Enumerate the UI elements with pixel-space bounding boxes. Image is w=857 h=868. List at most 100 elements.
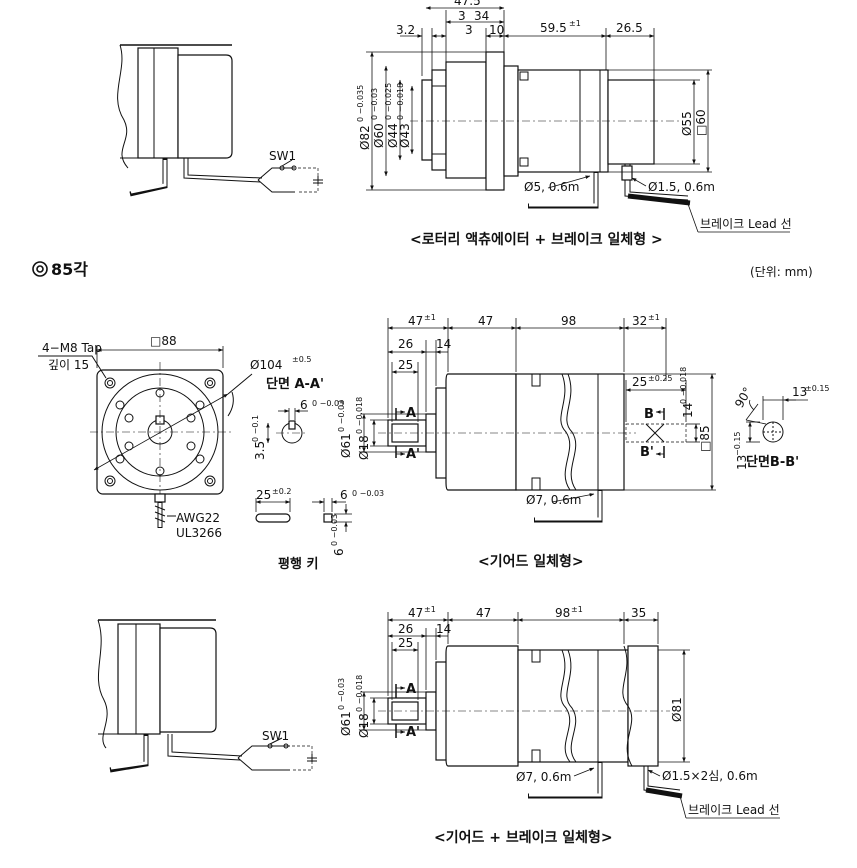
sq60-label: □60 bbox=[694, 109, 708, 136]
key-w6: 6 bbox=[340, 488, 348, 502]
parallel-key: 25 ±0.2 6 0 −0.03 6 0 −0.03 평행 키 bbox=[255, 487, 384, 572]
dim-3-2: 3.2 bbox=[396, 23, 415, 37]
bottom-d26: 26 bbox=[398, 622, 413, 636]
bottom-d25: 25 bbox=[398, 636, 413, 650]
bottom-brake-lead: 브레이크 Lead 선 bbox=[688, 803, 780, 817]
key-title: 평행 키 bbox=[278, 556, 318, 572]
dim-59-5: 59.5 bbox=[540, 21, 567, 35]
geared-d47: 47 bbox=[408, 314, 423, 328]
bottom-phi61: Ø61 bbox=[339, 711, 353, 736]
section-aa-h35: 3.5 bbox=[253, 441, 267, 460]
bottom-label-a: A bbox=[406, 682, 416, 697]
phi104-tol: ±0.5 bbox=[292, 355, 311, 364]
bottom-d47-tol: ±1 bbox=[424, 605, 436, 614]
dim-34: 34 bbox=[474, 9, 489, 23]
bottom-d98: 98 bbox=[555, 606, 570, 620]
bottom-phi61-tol: 0 −0.03 bbox=[337, 678, 346, 710]
geared-label-a: A bbox=[406, 406, 416, 421]
geared-d47-tol: ±1 bbox=[424, 313, 436, 322]
geared-phi61: Ø61 bbox=[339, 433, 353, 458]
bottom-left-side-view: SW1 bbox=[97, 619, 317, 773]
geared-d32-tol: ±1 bbox=[648, 313, 660, 322]
front-view: □88 Ø104 ±0.5 4−M8 Tap 깊이 15 AWG22 UL326… bbox=[38, 334, 311, 540]
section-aa-w6-tol: 0 −0.03 bbox=[312, 399, 344, 408]
geared-label-a2: A' bbox=[406, 447, 420, 462]
sw1-label: SW1 bbox=[269, 149, 296, 163]
section-bb-title: 단면B-B' bbox=[746, 454, 799, 470]
bottom-side-view: A A' 47 ±1 47 98 ±1 35 26 14 25 bbox=[337, 605, 780, 846]
ul-label: UL3266 bbox=[176, 526, 222, 540]
bottom-d47b: 47 bbox=[476, 606, 491, 620]
bottom-label-a2: A' bbox=[406, 725, 420, 740]
section-aa-h35-tol: 0 −0.1 bbox=[251, 415, 260, 442]
phi55-label: Ø55 bbox=[680, 111, 694, 136]
phi60-tol: 0 −0.03 bbox=[370, 88, 379, 120]
geared-phi18-tol: 0 −0.018 bbox=[355, 397, 364, 434]
top-left-side-view: SW1 bbox=[117, 44, 323, 197]
section-aa: 단면 A-A' 6 0 −0.03 3.5 0 −0.1 bbox=[251, 376, 344, 460]
depth-label: 깊이 15 bbox=[48, 358, 89, 372]
key-h6-tol: 0 −0.03 bbox=[330, 514, 339, 546]
dim-26-5: 26.5 bbox=[616, 21, 643, 35]
cable1-label: Ø5, 0.6m bbox=[524, 180, 579, 194]
bottom-caption: <기어드 + 브레이크 일체형> bbox=[434, 829, 613, 846]
geared-side-view: A A' B B' 47 ±1 47 98 32 ±1 26 14 25 bbox=[337, 313, 716, 570]
dim-3b: 3 bbox=[465, 23, 473, 37]
phi43-tol: 0 −0.018 bbox=[396, 83, 405, 120]
geared-phi61-tol: 0 −0.03 bbox=[337, 400, 346, 432]
bottom-d98-tol: ±1 bbox=[571, 605, 583, 614]
bottom-d47: 47 bbox=[408, 606, 423, 620]
phi104-label: Ø104 bbox=[250, 358, 282, 372]
bb-h13-tol: −0.15 bbox=[733, 431, 742, 456]
bottom-d14: 14 bbox=[436, 622, 451, 636]
key-l25-tol: ±0.2 bbox=[272, 487, 291, 496]
phi44-label: Ø44 bbox=[386, 123, 400, 148]
dim-10: 10 bbox=[489, 23, 504, 37]
geared-sq85: □85 bbox=[698, 425, 712, 452]
geared-d14: 14 bbox=[436, 337, 451, 351]
bb-w13: 13 bbox=[792, 385, 807, 399]
section-title: 85각 bbox=[51, 260, 88, 279]
unit-note: (단위: mm) bbox=[750, 265, 813, 279]
tap-label: 4−M8 Tap bbox=[42, 341, 102, 355]
phi60-label: Ø60 bbox=[372, 123, 386, 148]
section-aa-title: 단면 A-A' bbox=[266, 376, 324, 392]
phi43-label: Ø43 bbox=[398, 123, 412, 148]
geared-d47b: 47 bbox=[478, 314, 493, 328]
phi82-label: Ø82 bbox=[358, 125, 372, 150]
key-h6: 6 bbox=[332, 548, 346, 556]
geared-phi18: Ø18 bbox=[357, 435, 371, 460]
cable2-label: Ø1.5, 0.6m bbox=[648, 180, 715, 194]
bottom-d35: 35 bbox=[631, 606, 646, 620]
top-caption: <로터리 액츄에이터 + 브레이크 일체형 > bbox=[410, 231, 663, 248]
geared-d25r-tol: ±0.25 bbox=[648, 374, 673, 383]
phi44-tol: 0 −0.025 bbox=[384, 83, 393, 120]
bb-w13-tol: ±0.15 bbox=[805, 384, 830, 393]
dim-47-5: 47.5 bbox=[454, 0, 481, 8]
geared-caption: <기어드 일체형> bbox=[478, 553, 584, 570]
key-l25: 25 bbox=[256, 488, 271, 502]
geared-label-b2: B' bbox=[640, 445, 654, 460]
dim-59-5-tol: ±1 bbox=[569, 19, 581, 28]
bottom-phi18: Ø18 bbox=[357, 713, 371, 738]
section-aa-w6: 6 bbox=[300, 398, 308, 412]
awg-label: AWG22 bbox=[176, 511, 220, 525]
sq88-label: □88 bbox=[150, 334, 177, 348]
geared-d14v-tol: 0 −0.018 bbox=[679, 367, 688, 404]
key-w6-tol: 0 −0.03 bbox=[352, 489, 384, 498]
geared-d98: 98 bbox=[561, 314, 576, 328]
dim-3a: 3 bbox=[458, 9, 466, 23]
geared-cable: Ø7, 0.6m bbox=[526, 493, 581, 507]
geared-label-b: B bbox=[644, 407, 654, 422]
bottom-cable2: Ø1.5×2심, 0.6m bbox=[662, 769, 758, 783]
top-right-side-view: 47.5 3 34 3.2 3 10 59.5 ±1 26.5 Ø82 0 −0… bbox=[356, 0, 792, 248]
bb-h13: 13 bbox=[735, 455, 749, 470]
double-circle-icon bbox=[32, 261, 48, 277]
bottom-phi18-tol: 0 −0.018 bbox=[355, 675, 364, 712]
geared-d25r: 25 bbox=[632, 375, 647, 389]
section-bb: 90° 13 ±0.15 13 −0.15 단면B-B' bbox=[732, 384, 829, 470]
geared-d32: 32 bbox=[632, 314, 647, 328]
geared-d25: 25 bbox=[398, 358, 413, 372]
section-heading: 85각 (단위: mm) bbox=[32, 260, 813, 279]
